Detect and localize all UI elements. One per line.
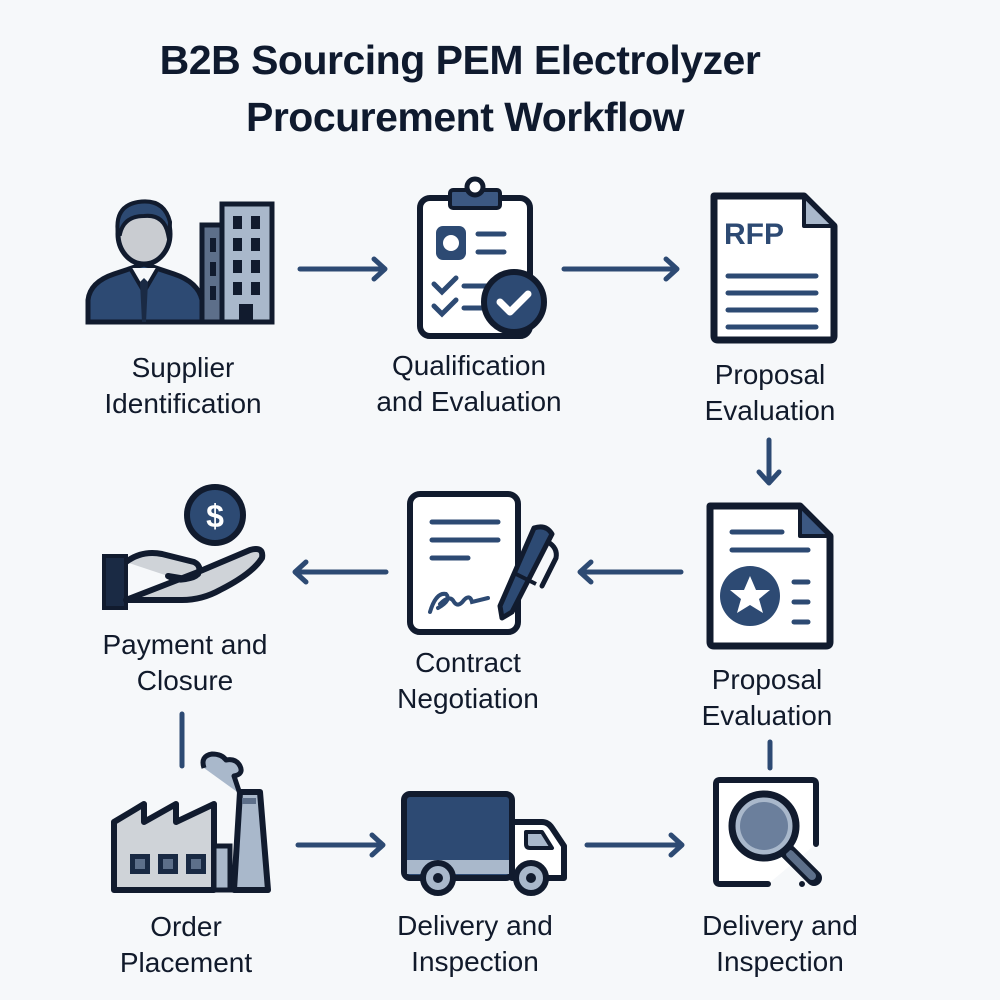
step-label-line-2: Evaluation (704, 395, 836, 426)
step-label-supplier-identification: Supplier Identification (63, 350, 303, 422)
step-label-line-2: Placement (119, 947, 253, 978)
step-label-order-placement: Order Placement (66, 909, 306, 981)
dollar-sign: $ (206, 498, 224, 534)
step-label-line-1: Contract (415, 647, 521, 678)
star-document-icon (706, 502, 834, 650)
step-label-line-2: Evaluation (701, 700, 833, 731)
arrow-right-icon (584, 832, 685, 858)
step-label-delivery-inspection-magnifier: Delivery and Inspection (660, 908, 900, 980)
diagram-title-line-1: B2B Sourcing PEM Electrolyzer (159, 37, 761, 83)
arrow-left-icon (292, 559, 389, 585)
factory-icon (111, 751, 271, 893)
connector-line (767, 739, 773, 771)
signed-contract-pen-icon (407, 491, 559, 635)
step-label-contract-negotiation: Contract Negotiation (348, 645, 588, 717)
step-label-line-1: Proposal (714, 359, 826, 390)
step-label-line-2: Negotiation (397, 683, 539, 714)
delivery-truck-icon (401, 791, 567, 896)
step-label-line-1: Order (150, 911, 222, 942)
step-label-line-1: Proposal (711, 664, 823, 695)
rfp-document-icon: RFP (710, 192, 838, 344)
step-label-delivery-inspection-truck: Delivery and Inspection (355, 908, 595, 980)
arrow-right-icon (561, 256, 680, 282)
step-label-line-1: Delivery and (702, 910, 858, 941)
diagram-title-line-2: Procurement Workflow (245, 94, 685, 140)
arrow-down-icon (756, 437, 782, 486)
step-label-line-1: Qualification (391, 350, 547, 381)
arrow-right-icon (295, 832, 386, 858)
arrow-right-icon (297, 256, 388, 282)
step-label-line-1: Supplier (131, 352, 235, 383)
step-label-proposal-evaluation-star: Proposal Evaluation (647, 662, 887, 734)
step-label-line-2: Inspection (411, 946, 539, 977)
step-label-line-1: Delivery and (397, 910, 553, 941)
step-label-line-2: Identification (104, 388, 262, 419)
hand-coin-icon: $ (102, 484, 266, 610)
step-label-proposal-evaluation-rfp: Proposal Evaluation (650, 357, 890, 429)
clipboard-check-icon (417, 176, 547, 339)
step-label-line-1: Payment and (102, 629, 268, 660)
rfp-label: RFP (724, 218, 784, 251)
step-label-line-2: Inspection (716, 946, 844, 977)
step-label-payment-closure: Payment and Closure (65, 627, 305, 699)
step-label-qualification-evaluation: Qualification and Evaluation (349, 348, 589, 420)
magnifier-document-icon (713, 777, 822, 887)
step-label-line-2: and Evaluation (376, 386, 562, 417)
businessman-building-icon (85, 199, 275, 325)
step-label-line-2: Closure (136, 665, 234, 696)
connector-line (179, 711, 185, 769)
arrow-left-icon (577, 559, 684, 585)
